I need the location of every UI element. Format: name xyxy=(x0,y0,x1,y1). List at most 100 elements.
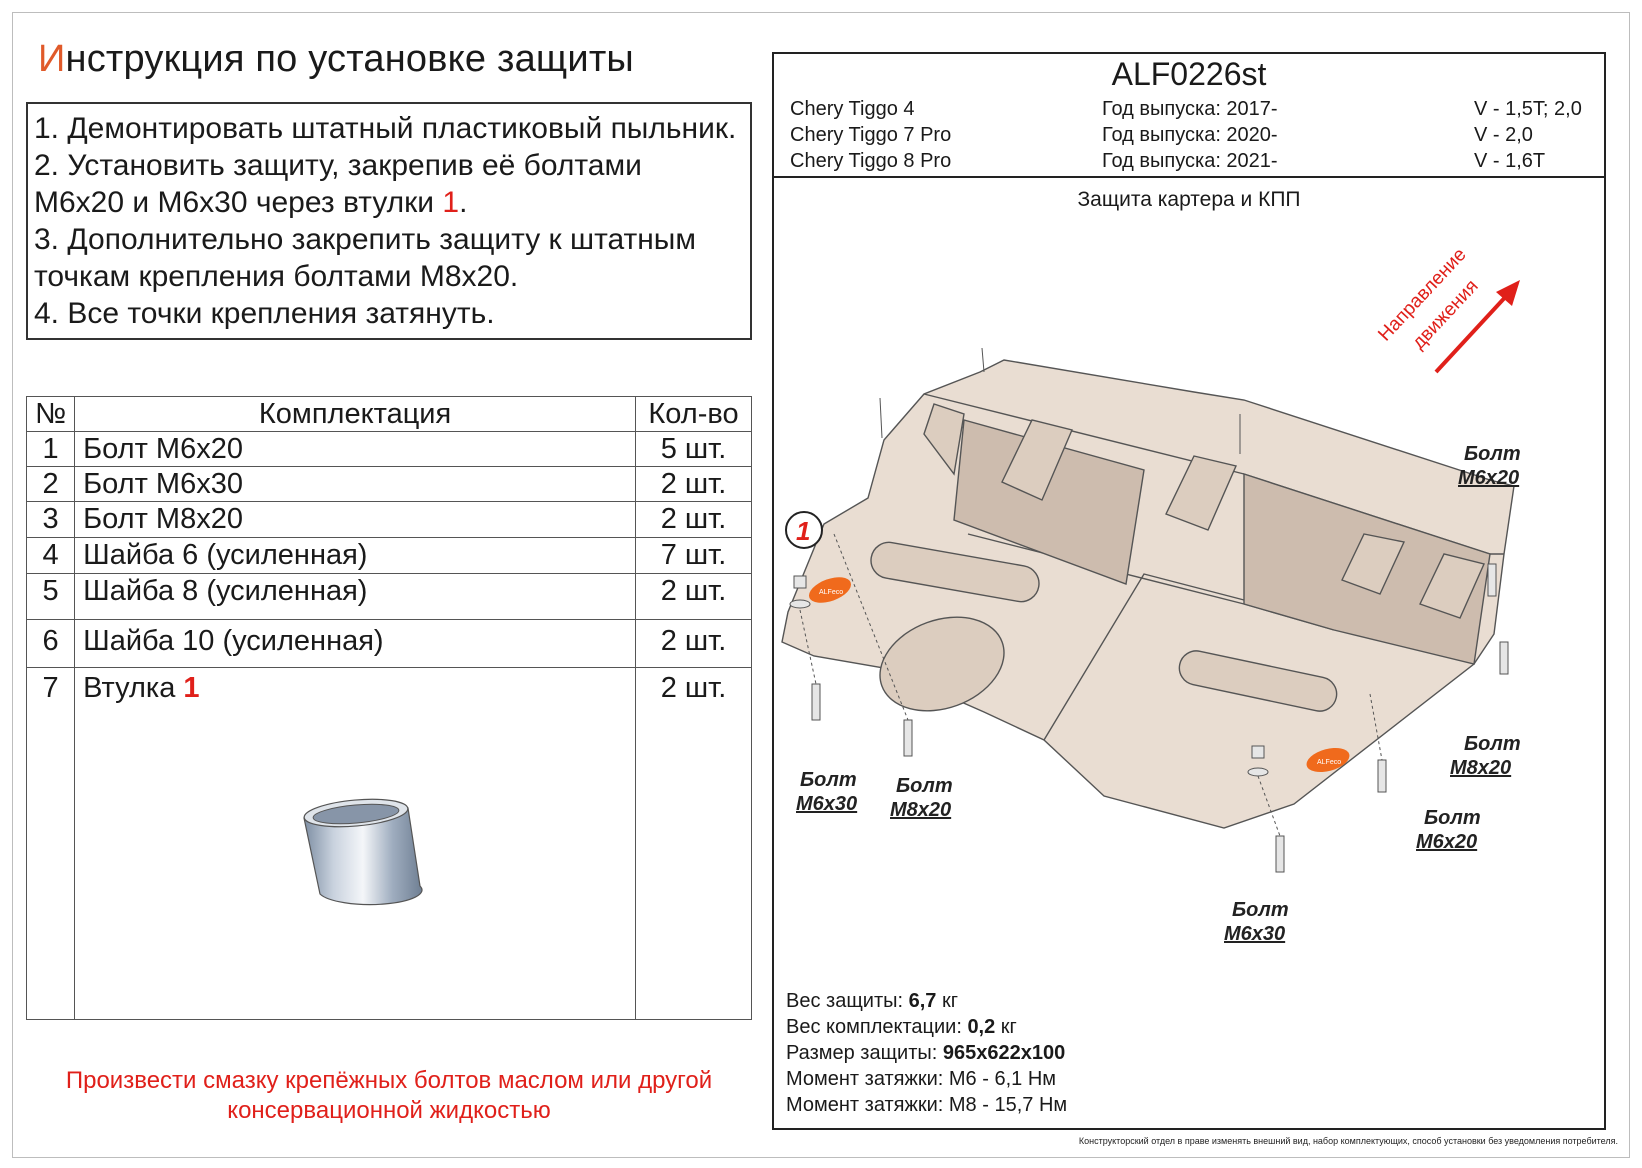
row-qty: 2 шт. xyxy=(635,619,752,668)
row-qty: 2 шт. xyxy=(635,466,752,502)
instruction-step-3: 3. Дополнительно закрепить защиту к штат… xyxy=(34,223,696,256)
row-num: 6 xyxy=(25,619,76,668)
engine-volume: V - 1,5T; 2,0 xyxy=(1474,98,1582,120)
instruction-step-2-cont: М6х20 и М6х30 через втулки 1. xyxy=(34,184,744,221)
row-name: Шайба 6 (усиленная) xyxy=(74,537,636,574)
slot xyxy=(1178,650,1338,712)
assembly-line xyxy=(799,609,817,685)
bolt-part xyxy=(1499,641,1509,675)
rib xyxy=(1001,419,1073,501)
table-row: 7 Втулка 1 2 шт. xyxy=(25,667,752,1020)
row-num: 7 xyxy=(25,667,76,1020)
washer xyxy=(789,599,811,609)
fasteners xyxy=(789,347,1509,873)
model-year: Год выпуска: 2020- xyxy=(1102,124,1278,146)
instruction-text: . xyxy=(459,186,468,219)
instruction-step-3-cont: точкам крепления болтами М8х20. xyxy=(34,260,519,293)
table-row: 6 Шайба 10 (усиленная) 2 шт. xyxy=(25,619,752,668)
bolt-label-word: Болт xyxy=(1464,443,1521,465)
bolt-part xyxy=(1377,759,1387,793)
product-header: ALF0226st Chery Tiggo 4 Chery Tiggo 7 Pr… xyxy=(774,54,1604,178)
bolt-label-word: Болт xyxy=(896,775,953,797)
lubrication-note-line: Произвести смазку крепёжных болтов масло… xyxy=(65,1067,713,1094)
row-name: Болт М8х20 xyxy=(74,501,636,538)
spec-value: 6,7 xyxy=(908,990,937,1012)
engine-volume: V - 1,6T xyxy=(1474,150,1546,172)
direction-indicator: Направление движения xyxy=(1374,244,1520,374)
row-name: Втулка xyxy=(83,672,184,704)
bolt-label-word: Болт xyxy=(1232,899,1289,921)
instruction-step-4: 4. Все точки крепления затянуть. xyxy=(34,297,495,330)
bushing-part xyxy=(793,575,807,589)
bushing-part xyxy=(1251,745,1265,759)
models-column: Chery Tiggo 4 Chery Tiggo 7 Pro Chery Ti… xyxy=(790,96,951,174)
spec-torque-m6: Момент затяжки: М6 - 6,1 Нм xyxy=(786,1068,1057,1090)
slot xyxy=(870,541,1040,603)
spec-list: Вес защиты: 6,7 кг Вес комплектации: 0,2… xyxy=(786,988,1067,1118)
row-qty: 2 шт. xyxy=(635,573,752,620)
model-year: Год выпуска: 2017- xyxy=(1102,98,1278,120)
row-qty: 7 шт. xyxy=(635,537,752,574)
product-panel: ALF0226st Chery Tiggo 4 Chery Tiggo 7 Pr… xyxy=(772,52,1606,1130)
brand-tag-text: ALFeco xyxy=(1317,759,1341,766)
car-model: Chery Tiggo 4 xyxy=(790,98,915,120)
direction-arrow-head xyxy=(1496,280,1520,306)
bushing-callout: 1 xyxy=(785,511,823,549)
bolt-label-size: М6х20 xyxy=(1416,831,1477,853)
page-title-first-letter: И xyxy=(38,38,66,80)
row-name: Болт М6х30 xyxy=(74,466,636,502)
col-qty-header: Кол-во xyxy=(635,396,752,432)
car-model: Chery Tiggo 8 Pro xyxy=(790,150,952,172)
spec-weight: Вес защиты: 6,7 кг xyxy=(786,988,1067,1014)
article-code: ALF0226st xyxy=(1111,56,1267,92)
model-year: Год выпуска: 2021- xyxy=(1102,150,1278,172)
bolt-label-size: М8х20 xyxy=(1450,757,1511,779)
spec-label: Размер защиты: xyxy=(786,1042,943,1064)
bolt-part xyxy=(1275,835,1285,873)
row-name: Шайба 8 (усиленная) xyxy=(74,573,636,620)
skid-plate xyxy=(781,359,1515,829)
row-qty: 2 шт. xyxy=(635,501,752,538)
kit-table: № Комплектация Кол-во 1 Болт М6х20 5 шт.… xyxy=(25,396,752,1020)
brand-tag: ALFeco xyxy=(1306,747,1350,773)
row-num: 3 xyxy=(25,501,76,538)
bolt-label-size: М6х20 xyxy=(1458,467,1519,489)
row-num: 1 xyxy=(25,431,76,467)
table-row: 1 Болт М6х20 5 шт. xyxy=(25,431,752,467)
bolt-label-size: М8х20 xyxy=(890,799,951,821)
spec-value: 965х622х100 xyxy=(942,1042,1066,1064)
section-title: Защита картера и КПП xyxy=(1077,188,1301,211)
row-name: Шайба 10 (усиленная) xyxy=(74,619,636,668)
lubrication-note: Произвести смазку крепёжных болтов масло… xyxy=(26,1066,752,1126)
bolt-part xyxy=(811,683,821,721)
instructions-box: 1. Демонтировать штатный пластиковый пыл… xyxy=(26,102,752,340)
spec-unit: кг xyxy=(936,990,959,1012)
disclaimer: Конструкторский отдел в праве изменять в… xyxy=(1078,1136,1618,1146)
engine-volume: V - 2,0 xyxy=(1474,124,1533,146)
years-column: Год выпуска: 2017- Год выпуска: 2020- Го… xyxy=(1102,96,1278,174)
assembly-line xyxy=(1369,693,1383,761)
spec-value: 0,2 xyxy=(967,1016,996,1038)
brand-tag-text: ALFeco xyxy=(819,589,843,596)
table-row: 2 Болт М6х30 2 шт. xyxy=(25,466,752,502)
row-qty: 2 шт. xyxy=(635,667,752,1020)
plate-recess xyxy=(953,419,1145,585)
bushing-illustration xyxy=(303,798,423,906)
bolt-label-size: М6х30 xyxy=(796,793,857,815)
table-row: 3 Болт М8х20 2 шт. xyxy=(25,501,752,538)
instruction-step-1: 1. Демонтировать штатный пластиковый пыл… xyxy=(34,112,737,145)
rib xyxy=(1341,533,1406,595)
spec-kit-weight: Вес комплектации: 0,2 кг xyxy=(786,1014,1067,1040)
row-qty: 5 шт. xyxy=(635,431,752,467)
assembly-line xyxy=(1257,775,1281,837)
spec-label: Вес защиты: xyxy=(786,990,909,1012)
lubrication-note-line: консервационной жидкостью xyxy=(227,1097,551,1124)
page-frame xyxy=(12,12,1630,1158)
bolt-part xyxy=(903,719,913,757)
row-num: 2 xyxy=(25,466,76,502)
instruction-text: М6х20 и М6х30 через втулки xyxy=(34,186,443,219)
bolt-label-size: М6х30 xyxy=(1224,923,1285,945)
direction-arrow-shaft xyxy=(1434,290,1512,374)
table-row: 5 Шайба 8 (усиленная) 2 шт. xyxy=(25,573,752,620)
bolt-label-word: Болт xyxy=(1424,807,1481,829)
